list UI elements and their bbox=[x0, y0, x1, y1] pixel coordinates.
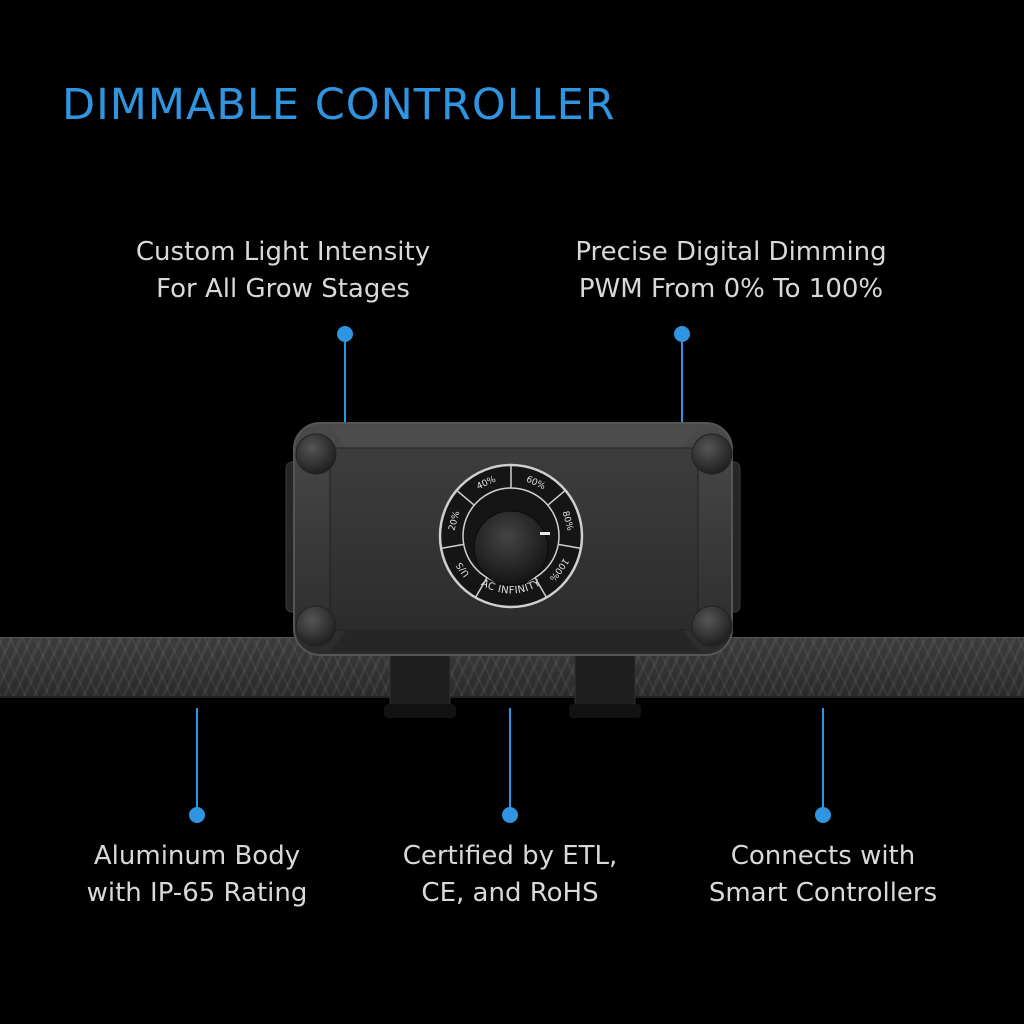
callout-line: PWM From 0% To 100% bbox=[578, 274, 884, 304]
dial-scale-divider bbox=[440, 543, 464, 550]
callout-line: Custom Light Intensity bbox=[135, 237, 431, 267]
callout-line: Smart Controllers bbox=[708, 878, 938, 908]
callout-dot bbox=[815, 807, 831, 823]
callout-digital-dimming: Precise Digital Dimming PWM From 0% To 1… bbox=[551, 234, 911, 308]
callout-line: with IP-65 Rating bbox=[86, 878, 308, 908]
callout-light-intensity: Custom Light Intensity For All Grow Stag… bbox=[118, 234, 448, 308]
callout-dot bbox=[674, 326, 690, 342]
light-bar-rail bbox=[0, 637, 1024, 698]
knob-indicator bbox=[540, 532, 550, 535]
dial-scale-divider bbox=[474, 577, 488, 598]
page-title: DIMMABLE CONTROLLER bbox=[62, 80, 616, 130]
callout-dot bbox=[502, 807, 518, 823]
dial-scale-divider bbox=[547, 489, 566, 506]
dial-scale-divider bbox=[456, 489, 475, 506]
callout-line: Connects with bbox=[730, 841, 916, 871]
callout-line: For All Grow Stages bbox=[156, 274, 410, 304]
callout-dot bbox=[337, 326, 353, 342]
callout-line: CE, and RoHS bbox=[421, 878, 599, 908]
callout-aluminum-body: Aluminum Body with IP-65 Rating bbox=[47, 838, 347, 912]
callout-dot bbox=[189, 807, 205, 823]
dial-scale-divider bbox=[558, 543, 582, 550]
dial-scale-divider bbox=[534, 577, 548, 598]
callout-line: Certified by ETL, bbox=[402, 841, 618, 871]
callout-line: Aluminum Body bbox=[93, 841, 301, 871]
mounting-feet bbox=[384, 647, 641, 718]
corner-screws bbox=[295, 433, 733, 647]
dimmer-knob bbox=[473, 510, 549, 586]
callout-line: Precise Digital Dimming bbox=[575, 237, 887, 267]
callout-smart-controllers: Connects with Smart Controllers bbox=[673, 838, 973, 912]
callout-certified: Certified by ETL, CE, and RoHS bbox=[360, 838, 660, 912]
